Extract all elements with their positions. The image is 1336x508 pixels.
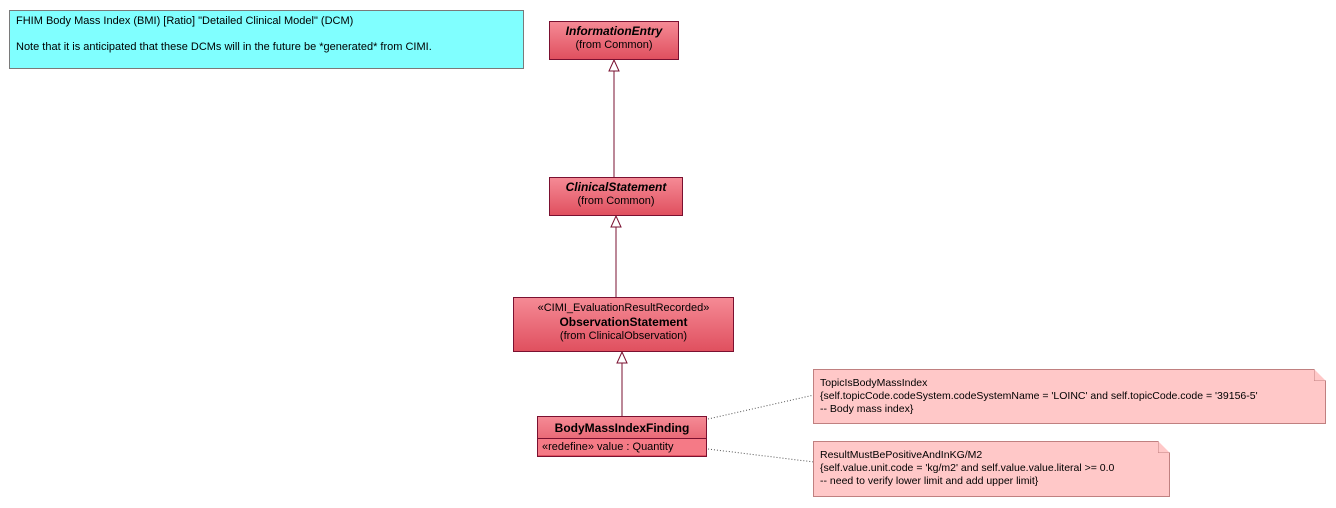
constraint-name: ResultMustBePositiveAndInKG/M2 (820, 449, 983, 461)
class-name: BodyMassIndexFinding (554, 421, 690, 435)
note-title: FHIM Body Mass Index (BMI) [Ratio] "Deta… (16, 15, 354, 27)
constraint-note-result[interactable]: ResultMustBePositiveAndInKG/M2 {self.val… (813, 441, 1170, 497)
constraint-link-topic[interactable] (707, 394, 815, 420)
constraint-comment: -- need to verify lower limit and add up… (820, 475, 1039, 487)
constraint-note-topic[interactable]: TopicIsBodyMassIndex {self.topicCode.cod… (813, 369, 1326, 424)
class-body-mass-index-finding[interactable]: BodyMassIndexFinding «redefine» value : … (537, 416, 707, 457)
diagram-description-note[interactable]: FHIM Body Mass Index (BMI) [Ratio] "Deta… (9, 10, 524, 69)
class-name: InformationEntry (565, 24, 663, 38)
note-body: Note that it is anticipated that these D… (16, 41, 432, 53)
class-name: ClinicalStatement (565, 180, 667, 194)
class-stereotype: «CIMI_EvaluationResultRecorded» (537, 302, 710, 314)
constraint-link-result[interactable] (707, 448, 815, 463)
class-package: (from Common) (575, 39, 653, 51)
note-fold-icon (1314, 369, 1326, 381)
constraint-name: TopicIsBodyMassIndex (820, 377, 928, 389)
constraint-comment: -- Body mass index} (820, 403, 914, 415)
class-package: (from ClinicalObservation) (559, 330, 688, 342)
generalization-bmifinding-observationstatement[interactable] (616, 350, 628, 416)
note-fold-icon (1158, 441, 1170, 453)
class-attribute[interactable]: «redefine» value : Quantity (538, 438, 706, 455)
constraint-expression: {self.topicCode.codeSystem.codeSystemNam… (820, 390, 1258, 402)
class-information-entry[interactable]: InformationEntry (from Common) (549, 21, 679, 60)
class-package: (from Common) (577, 195, 655, 207)
class-name: ObservationStatement (559, 315, 688, 329)
generalization-clinicalstatement-informationentry[interactable] (608, 58, 620, 178)
class-observation-statement[interactable]: «CIMI_EvaluationResultRecorded» Observat… (513, 297, 734, 352)
generalization-observationstatement-clinicalstatement[interactable] (610, 214, 622, 297)
class-clinical-statement[interactable]: ClinicalStatement (from Common) (549, 177, 683, 216)
constraint-expression: {self.value.unit.code = 'kg/m2' and self… (820, 462, 1115, 474)
